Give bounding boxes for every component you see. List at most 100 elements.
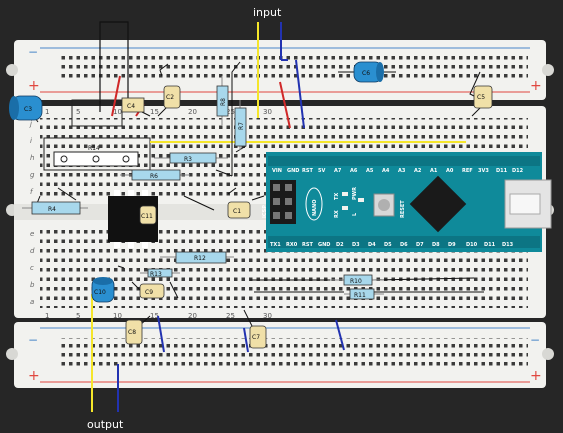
svg-text:25: 25	[226, 312, 235, 320]
svg-text:REF: REF	[462, 168, 473, 174]
resistor-r6: R6	[120, 169, 190, 181]
capacitor-c8: C8	[125, 319, 143, 345]
svg-text:f: f	[30, 188, 34, 196]
svg-text:TX1: TX1	[270, 242, 281, 248]
resistor-r10: R10	[330, 274, 384, 286]
svg-text:+: +	[28, 368, 40, 384]
svg-text:R8: R8	[220, 98, 227, 106]
svg-text:VIN: VIN	[272, 168, 282, 174]
capacitor-c1: C1	[227, 201, 251, 219]
svg-text:RST: RST	[302, 242, 313, 248]
svg-text:GND: GND	[318, 242, 330, 248]
column-numbers-bottom: 1 5 10 15 20 25 30	[45, 312, 272, 320]
resistor-r11: R11	[344, 288, 384, 300]
arduino-bottom-pins: TX1 RX0 RST GND D2 D3 D4 D5 D6 D7 D8 D9 …	[270, 242, 514, 248]
svg-text:D2: D2	[336, 242, 344, 248]
resistor-r8: R8	[216, 76, 229, 126]
svg-text:D4: D4	[368, 242, 376, 248]
svg-text:A1: A1	[430, 168, 438, 174]
svg-text:+: +	[530, 368, 542, 384]
resistor-r12: R12	[160, 251, 234, 264]
svg-text:C1: C1	[233, 208, 241, 215]
svg-text:i: i	[30, 137, 32, 145]
svg-text:j: j	[29, 120, 32, 128]
svg-text:A7: A7	[334, 168, 342, 174]
svg-text:C3: C3	[24, 106, 32, 113]
svg-text:h: h	[30, 154, 34, 162]
svg-text:A2: A2	[414, 168, 422, 174]
svg-text:D8: D8	[432, 242, 440, 248]
svg-text:D3: D3	[352, 242, 360, 248]
svg-text:D12: D12	[512, 168, 524, 174]
svg-text:A5: A5	[366, 168, 374, 174]
svg-text:R3: R3	[184, 156, 192, 163]
svg-text:3V3: 3V3	[478, 168, 489, 174]
top-power-rail: + + −	[28, 45, 542, 94]
input-label: input	[253, 6, 282, 19]
svg-text:C7: C7	[252, 334, 260, 341]
svg-text:D11: D11	[496, 168, 508, 174]
svg-text:1: 1	[45, 108, 49, 116]
arduino-nano: VIN GND RST 5V A7 A6 A5 A4 A3 A2 A1 A0 R…	[262, 152, 552, 252]
capacitor-c2: C2	[163, 85, 181, 109]
svg-text:g: g	[30, 171, 35, 179]
ic-chip: C11	[108, 190, 158, 248]
svg-text:d: d	[30, 247, 35, 255]
svg-text:D5: D5	[384, 242, 392, 248]
svg-text:C4: C4	[127, 103, 135, 110]
svg-text:C10: C10	[94, 289, 106, 296]
svg-text:1: 1	[45, 312, 49, 320]
svg-text:R12: R12	[194, 255, 206, 262]
svg-text:RX: RX	[334, 210, 340, 218]
svg-text:D7: D7	[416, 242, 424, 248]
svg-text:R7: R7	[238, 122, 245, 130]
svg-text:10: 10	[113, 108, 122, 116]
svg-text:e: e	[30, 230, 34, 238]
wire-black-loop	[99, 21, 129, 112]
svg-text:C8: C8	[128, 329, 136, 336]
svg-text:10: 10	[113, 312, 122, 320]
svg-text:5: 5	[76, 312, 80, 320]
svg-text:GND: GND	[287, 168, 299, 174]
svg-text:A0: A0	[446, 168, 454, 174]
svg-text:20: 20	[188, 312, 197, 320]
svg-text:RX0: RX0	[286, 242, 298, 248]
svg-text:R13: R13	[150, 271, 162, 278]
svg-text:C9: C9	[145, 289, 153, 296]
arduino-top-pins: VIN GND RST 5V A7 A6 A5 A4 A3 A2 A1 A0 R…	[272, 168, 524, 174]
svg-text:R6: R6	[150, 173, 158, 180]
resistor-r7: R7	[234, 100, 247, 150]
svg-text:30: 30	[263, 108, 272, 116]
nano-label: NANO	[312, 200, 318, 217]
svg-text:C5: C5	[477, 94, 485, 101]
svg-text:5V: 5V	[318, 168, 325, 174]
capacitor-c10: C10	[91, 277, 115, 303]
capacitor-c5: C5	[473, 85, 493, 109]
svg-text:25: 25	[226, 108, 235, 116]
svg-text:−: −	[530, 333, 540, 347]
capacitor-c7: C7	[249, 325, 267, 349]
svg-text:30: 30	[263, 312, 272, 320]
svg-text:−: −	[28, 333, 38, 347]
svg-text:−: −	[28, 45, 38, 59]
svg-text:c: c	[30, 264, 34, 272]
svg-text:15: 15	[150, 312, 159, 320]
svg-text:15: 15	[150, 108, 159, 116]
svg-text:20: 20	[188, 108, 197, 116]
resistor-r3: R3	[154, 152, 228, 164]
capacitor-c4: C4	[121, 97, 145, 113]
resistor-r4: R4	[22, 201, 88, 215]
svg-text:C2: C2	[166, 94, 174, 101]
potentiometer: R14	[43, 99, 151, 171]
svg-text:a: a	[30, 298, 34, 306]
capacitor-c3: C3	[9, 95, 43, 121]
svg-text:PWR: PWR	[352, 187, 358, 200]
c11-label: C11	[141, 213, 153, 220]
svg-text:L: L	[352, 212, 358, 216]
icsp-header: ICSP	[262, 180, 296, 224]
resistor-r13: R13	[140, 268, 180, 278]
svg-text:RST: RST	[302, 168, 313, 174]
svg-text:TX: TX	[334, 193, 340, 200]
row-letters: j i h g f e d c b a	[29, 120, 35, 306]
